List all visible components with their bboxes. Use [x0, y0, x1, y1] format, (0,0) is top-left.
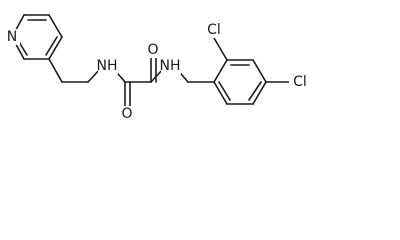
chlorine-top-label: Cl: [207, 22, 221, 38]
phenyl-ring-bonds: [213, 59, 267, 105]
amide-nh-left-label: NH: [97, 58, 118, 74]
carbonyl-o-bottom-label: O: [121, 106, 132, 122]
carbonyl-bonds: [124, 57, 157, 107]
chemical-structure: N NH NH O O Cl Cl: [4, 14, 311, 122]
atom-labels: N NH NH O O Cl Cl: [4, 22, 311, 122]
amide-nh-right-label: NH: [160, 58, 181, 74]
carbonyl-o-top-label: O: [147, 42, 158, 58]
pyridine-n-label: N: [7, 29, 17, 45]
linker-bonds: [48, 58, 215, 83]
chlorine-right-label: Cl: [293, 74, 307, 90]
chlorine-bonds: [213, 37, 291, 83]
